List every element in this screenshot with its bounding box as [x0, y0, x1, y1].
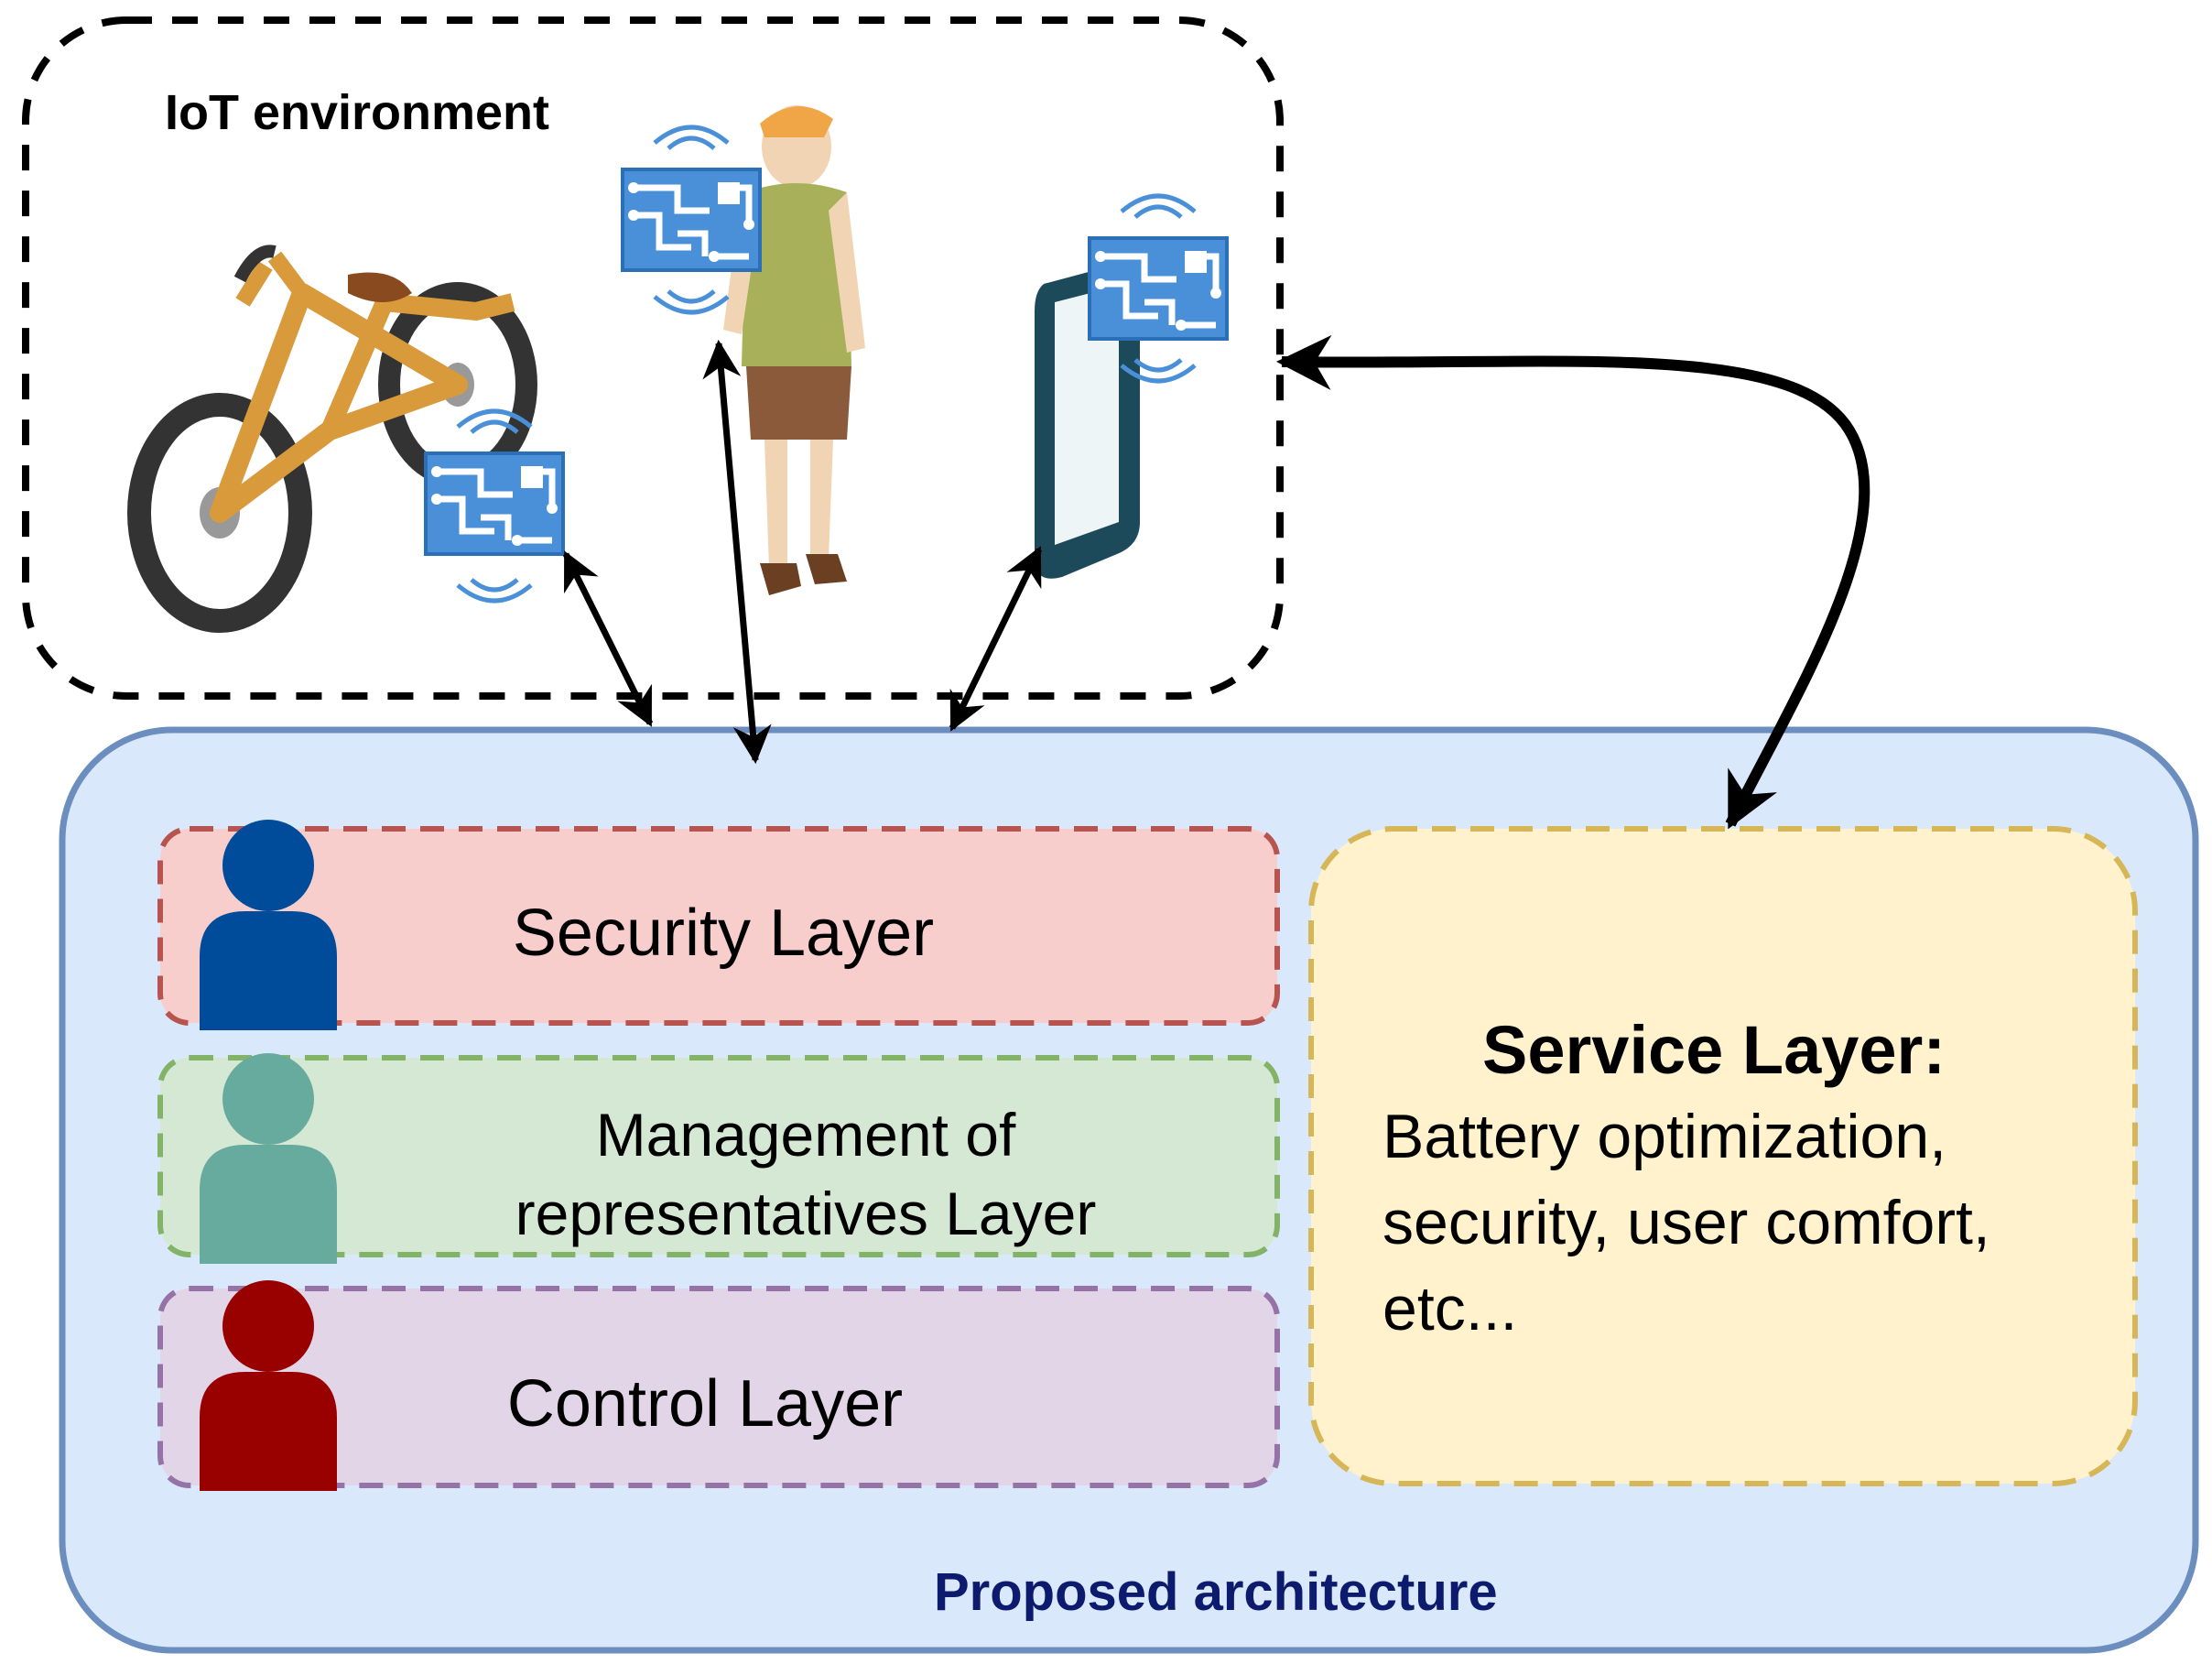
control-layer-box — [157, 1286, 1280, 1488]
iot-environment-boundary — [22, 16, 1284, 700]
person-chip-icon — [623, 169, 760, 270]
service-layer-description: Battery optimization, security, user com… — [1382, 1102, 1990, 1343]
bicycle-chip-icon — [426, 453, 563, 554]
service-layer-text: Service Layer: Battery optimization, sec… — [1311, 1007, 2117, 1352]
bicycle-icon — [127, 245, 537, 633]
smartphone-icon — [1035, 265, 1140, 579]
person-connection-arrow — [702, 339, 772, 765]
person-wireless-top-icon — [655, 127, 728, 148]
service-layer-connection-arrow — [1276, 334, 1870, 830]
smartphone-connection-arrow — [949, 546, 1043, 732]
service-layer-title: Service Layer: — [1481, 1012, 1946, 1088]
bicycle-connection-arrow — [562, 550, 654, 727]
control-layer-label: Control Layer — [506, 1367, 904, 1441]
smartphone-chip-icon — [1090, 238, 1227, 339]
bicycle-wireless-icon — [458, 580, 531, 601]
management-layer-box — [157, 1055, 1280, 1257]
proposed-architecture-title: Proposed architecture — [934, 1562, 1498, 1622]
person-wireless-icon — [655, 291, 728, 312]
smartphone-wireless-top-icon — [1122, 196, 1195, 217]
security-layer-box — [157, 826, 1280, 1026]
security-layer-label: Security Layer — [512, 897, 935, 970]
iot-environment-title: IoT environment — [165, 85, 550, 140]
management-layer-label: Management of representatives Layer — [515, 1101, 1097, 1247]
